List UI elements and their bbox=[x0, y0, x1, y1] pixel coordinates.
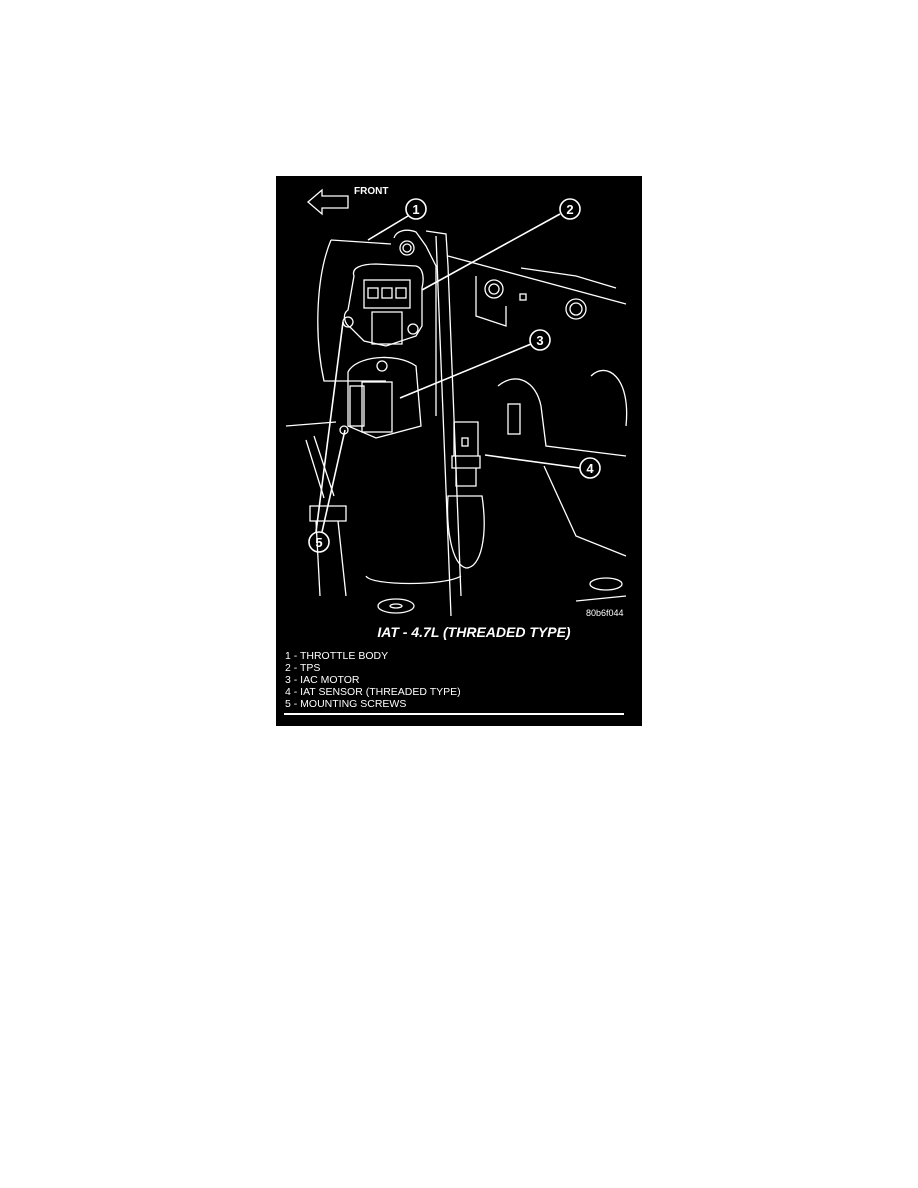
callout-circles bbox=[308, 198, 601, 553]
callout-1: 1 bbox=[412, 202, 419, 217]
callout-leaders bbox=[315, 213, 581, 533]
legend-item: 5 - MOUNTING SCREWS bbox=[285, 698, 407, 710]
callout-5: 5 bbox=[315, 535, 322, 550]
legend-item: 4 - IAT SENSOR (THREADED TYPE) bbox=[285, 686, 461, 698]
legend-item: 1 - THROTTLE BODY bbox=[285, 650, 389, 662]
callout-3: 3 bbox=[536, 333, 543, 348]
callout-2: 2 bbox=[566, 202, 573, 217]
caption-divider bbox=[284, 713, 624, 715]
iac-outline bbox=[347, 356, 422, 439]
front-direction-label: FRONT bbox=[354, 186, 389, 197]
tps-outline bbox=[343, 263, 424, 347]
iat-sensor-outline bbox=[446, 421, 485, 569]
figure-legend: 1 - THROTTLE BODY 2 - TPS 3 - IAC MOTOR … bbox=[285, 650, 461, 710]
callout-4: 4 bbox=[586, 461, 594, 476]
figure-id: 80b6f044 bbox=[586, 608, 624, 618]
figure-title: IAT - 4.7L (THREADED TYPE) bbox=[377, 624, 571, 640]
legend-item: 2 - TPS bbox=[285, 662, 321, 674]
engine-line-art: 1 2 3 4 5 bbox=[285, 188, 628, 617]
throttle-body-illustration: 1 2 3 4 5 FRONT 80b6f044 IAT - 4.7L (THR… bbox=[276, 176, 642, 726]
front-arrow-icon bbox=[307, 188, 349, 216]
legend-item: 3 - IAC MOTOR bbox=[285, 674, 360, 686]
